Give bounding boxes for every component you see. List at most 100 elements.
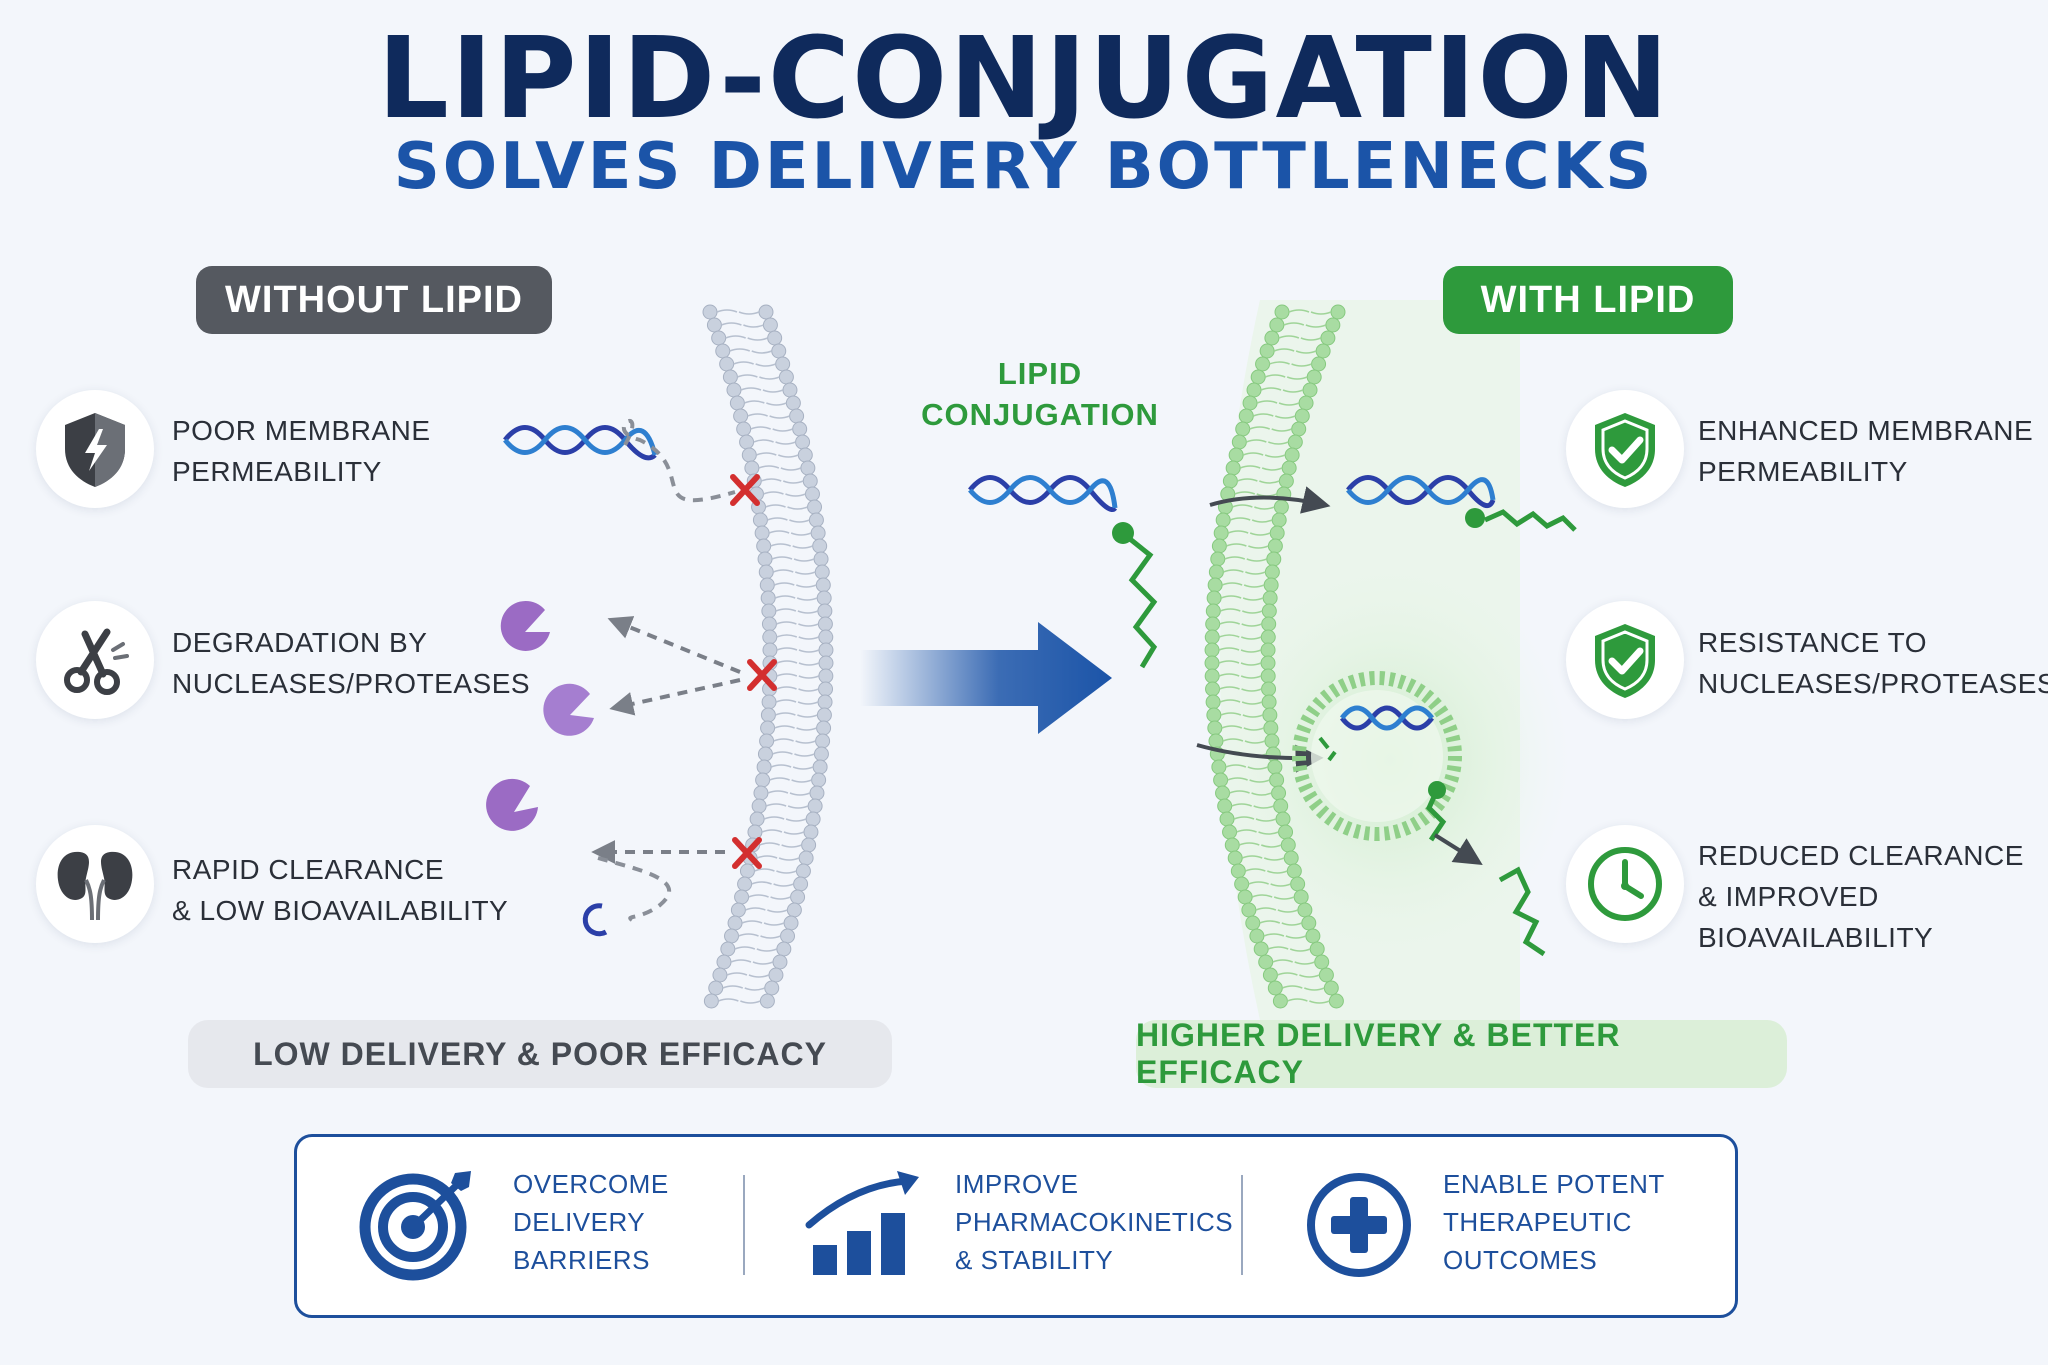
right-feature-3-text: REDUCED CLEARANCE & IMPROVED BIOAVAILABI… — [1698, 835, 2024, 958]
right-feature-1 — [1566, 390, 1684, 508]
feature-line: RESISTANCE TO — [1698, 627, 1927, 658]
lipid-head — [1263, 720, 1279, 736]
lipid-head — [1294, 408, 1310, 424]
lipid-head — [1261, 681, 1277, 697]
vesicle-rna — [1340, 705, 1447, 842]
lipid-tail — [1283, 322, 1327, 328]
lipid-tail — [1220, 712, 1264, 718]
lipid-head — [1290, 876, 1306, 892]
lipid-head — [1253, 941, 1269, 957]
lipid-head — [1284, 447, 1300, 463]
lipid-head — [761, 603, 777, 619]
target-icon — [359, 1163, 479, 1283]
lipid-head — [1206, 707, 1222, 723]
lipid-head — [1271, 512, 1287, 528]
lipid-tail — [1223, 569, 1266, 575]
lipid-head — [778, 369, 794, 385]
lipid-head — [795, 863, 811, 879]
lipid-head — [812, 759, 828, 775]
lipid-head — [1306, 369, 1322, 385]
lipid-tail — [726, 972, 770, 978]
release-arrow — [1433, 833, 1483, 865]
lipid-tail — [1272, 959, 1315, 965]
lipid-tail — [1267, 946, 1311, 952]
lipid-head — [758, 564, 774, 580]
lipid-head — [1215, 785, 1231, 801]
lipid-tail — [776, 686, 819, 692]
lipid-head — [762, 642, 778, 658]
deflect-arrow-2 — [609, 678, 741, 716]
without-lipid-label: WITHOUT LIPID — [196, 266, 552, 334]
feature-line: & IMPROVED — [1698, 881, 1879, 912]
lipid-head — [1205, 616, 1221, 632]
lipid-head — [816, 707, 832, 723]
low-delivery-summary: LOW DELIVERY & POOR EFFICACY — [188, 1020, 892, 1088]
lipid-tail — [769, 777, 812, 783]
feature-line: DEGRADATION BY — [172, 627, 428, 658]
lipid-head — [800, 460, 816, 476]
lipid-head — [1262, 707, 1278, 723]
lipid-tail — [1219, 686, 1262, 692]
benefit-line: IMPROVE — [955, 1169, 1079, 1199]
lipid-head — [776, 941, 792, 957]
lipid-head — [1302, 382, 1318, 398]
benefit-line: DELIVERY — [513, 1207, 646, 1237]
lipid-tail — [1227, 530, 1271, 536]
lipid-head — [1205, 681, 1221, 697]
scissors-icon — [36, 601, 154, 719]
lipid-head — [754, 525, 770, 541]
dashed-path-2 — [597, 856, 671, 922]
lipid-head — [1261, 694, 1277, 710]
lipid-head — [814, 564, 830, 580]
lipid-tail — [1229, 517, 1273, 523]
lipid-head — [1267, 759, 1283, 775]
lipid-tail — [721, 322, 764, 328]
shield-lightning-icon — [36, 390, 154, 508]
benefit-line: THERAPEUTIC — [1443, 1207, 1632, 1237]
lipid-head — [744, 460, 760, 476]
feature-line: NUCLEASES/PROTEASES — [1698, 668, 2048, 699]
lipid-tail — [765, 803, 809, 809]
lipid-tail — [1225, 764, 1269, 770]
lipid-tail — [1220, 608, 1263, 614]
lipid-tail — [774, 595, 818, 601]
lipid-tail — [765, 504, 808, 510]
left-feature-1-text: POOR MEMBRANE PERMEABILITY — [172, 410, 431, 492]
lipid-tail — [1269, 361, 1312, 367]
lipid-head — [780, 928, 796, 944]
lipid-head — [801, 837, 817, 853]
lipid-head — [1211, 538, 1227, 554]
lipid-head — [783, 915, 799, 931]
dashed-path-1 — [621, 418, 736, 503]
benefit-line: & STABILITY — [955, 1245, 1114, 1275]
lipid-head — [782, 382, 798, 398]
lipid-tail — [1233, 816, 1277, 822]
lipid-head — [1215, 512, 1231, 528]
block-mark-1 — [730, 474, 760, 506]
lipid-tail — [1226, 543, 1269, 549]
feature-line: PERMEABILITY — [1698, 456, 1908, 487]
lipid-head — [1269, 525, 1285, 541]
lipid-tail — [773, 738, 816, 744]
left-feature-2-text: DEGRADATION BY NUCLEASES/PROTEASES — [172, 622, 530, 704]
lipid-tail — [767, 790, 811, 796]
lipid-tail — [776, 621, 819, 627]
lipid-tail — [1248, 881, 1291, 887]
page-subtitle: SOLVES DELIVERY BOTTLENECKS — [393, 130, 1655, 204]
lipid-head — [755, 772, 771, 788]
lipid-tail — [1251, 894, 1295, 900]
lipid-head — [1260, 668, 1276, 684]
lipid-head — [1217, 798, 1233, 814]
lipid-head — [1320, 330, 1336, 346]
lipid-head — [1231, 434, 1247, 450]
lipid-head — [815, 577, 831, 593]
lipid-head — [1222, 824, 1238, 840]
lipid-head — [759, 733, 775, 749]
lipid-head — [811, 772, 827, 788]
shield-check-icon — [1566, 601, 1684, 719]
nuclease-enzyme-1 — [500, 600, 550, 651]
lipid-head — [726, 382, 742, 398]
lipid-head — [813, 551, 829, 567]
lipid-head — [807, 499, 823, 515]
lipid-tail — [770, 543, 813, 549]
